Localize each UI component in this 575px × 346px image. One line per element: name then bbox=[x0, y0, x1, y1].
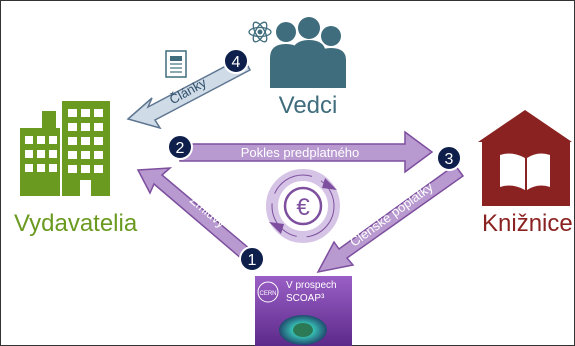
badge-3: 3 bbox=[436, 145, 462, 171]
libraries-label: Knižnice bbox=[482, 210, 573, 237]
atom-icon bbox=[248, 21, 272, 43]
scoap-line1: V prospech bbox=[286, 280, 337, 291]
svg-text:3: 3 bbox=[445, 151, 454, 168]
badge-2: 2 bbox=[167, 134, 193, 160]
euro-cycle: € bbox=[266, 169, 340, 243]
scientists-label: Vedci bbox=[279, 92, 338, 119]
scoap-line2: SCOAP³ bbox=[286, 293, 325, 304]
scientists-group-icon bbox=[270, 17, 346, 88]
svg-text:2: 2 bbox=[176, 140, 185, 157]
svg-text:4: 4 bbox=[232, 54, 241, 71]
library-icon bbox=[478, 110, 572, 206]
badge-4: 4 bbox=[223, 48, 249, 74]
euro-symbol: € bbox=[296, 194, 310, 221]
flow-arrow-contracts: Zmluvy bbox=[136, 167, 259, 267]
flow-arrow-membership-fees: Členské poplatky bbox=[316, 163, 465, 274]
cern-logo-text: CERN bbox=[259, 291, 276, 297]
euro-coin-icon bbox=[283, 186, 323, 226]
scoap-panel: CERN V prospech SCOAP³ bbox=[255, 276, 352, 346]
badge-1: 1 bbox=[239, 246, 265, 272]
document-icon bbox=[165, 50, 187, 78]
flow-arrow-subscription-drop: Pokles predplatného bbox=[179, 130, 434, 174]
publishers-label: Vydavatelia bbox=[14, 210, 138, 237]
flow-label-membership-fees: Členské poplatky bbox=[347, 179, 436, 250]
flow-label-subscription-drop: Pokles predplatného bbox=[241, 145, 360, 160]
svg-text:1: 1 bbox=[248, 252, 257, 269]
building-icon bbox=[20, 101, 110, 196]
